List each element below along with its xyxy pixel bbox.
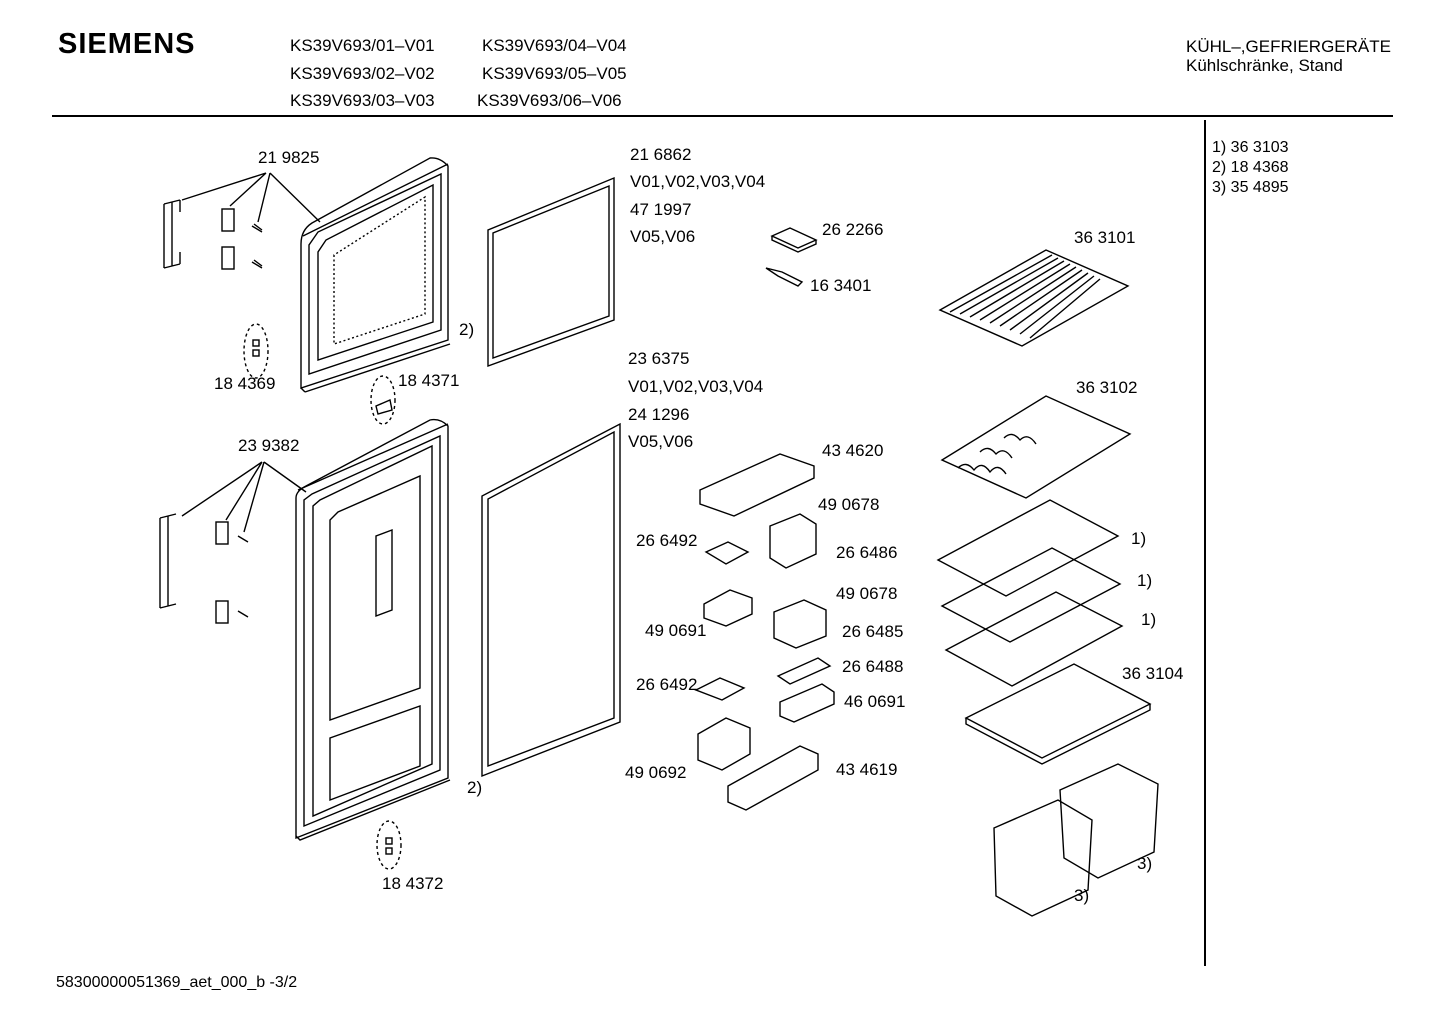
footnote-marker: 1)	[1137, 571, 1153, 590]
legend-entry: 3) 35 4895	[1212, 179, 1289, 196]
category-title: KÜHL–,GEFRIERGERÄTE	[1186, 37, 1391, 56]
footnote-marker: 3)	[1074, 886, 1090, 905]
part-label: 49 0678	[836, 584, 898, 603]
hinge-pin-dashed	[243, 323, 402, 870]
fridge-door	[295, 418, 451, 841]
part-label: 18 4371	[398, 371, 460, 390]
part-label: 36 3104	[1122, 664, 1184, 683]
part-label: 46 0691	[844, 692, 906, 711]
legend-entry: 1) 36 3103	[1212, 139, 1289, 156]
part-label: 43 4619	[836, 760, 898, 779]
document-id: 58300000051369_aet_000_b -3/2	[56, 974, 298, 991]
variant-label: V05,V06	[628, 432, 694, 451]
part-label: 18 4372	[382, 874, 444, 893]
part-label: 16 3401	[810, 276, 872, 295]
variant-label: V01,V02,V03,V04	[630, 172, 766, 191]
part-label: 18 4369	[214, 374, 276, 393]
part-label: 47 1997	[630, 200, 692, 219]
part-label: 49 0678	[818, 495, 880, 514]
part-label: 23 9382	[238, 436, 300, 455]
footnote-marker: 1)	[1131, 529, 1147, 548]
door-bin	[694, 453, 835, 811]
part-label: 21 9825	[258, 148, 320, 167]
part-label: 49 0691	[645, 621, 707, 640]
leader-lines	[181, 172, 321, 533]
part-label: 26 6492	[636, 675, 698, 694]
model-number: KS39V693/02–V02	[290, 64, 435, 83]
fridge-gasket	[481, 422, 621, 778]
part-label: 26 6488	[842, 657, 904, 676]
model-number: KS39V693/05–V05	[482, 64, 627, 83]
ice-scraper	[765, 267, 804, 287]
glass-shelf	[936, 499, 1152, 765]
ice-tray	[770, 227, 818, 253]
model-number: KS39V693/04–V04	[482, 36, 627, 55]
part-label: 36 3101	[1074, 228, 1136, 247]
part-label: 23 6375	[628, 349, 690, 368]
part-label: 26 6485	[842, 622, 904, 641]
variant-label: V01,V02,V03,V04	[628, 377, 764, 396]
wire-shelf	[938, 249, 1130, 347]
part-label: 43 4620	[822, 441, 884, 460]
part-label: 26 2266	[822, 220, 884, 239]
freezer-handle	[163, 199, 181, 269]
freezer-hinges	[221, 208, 263, 270]
fridge-handle	[159, 513, 249, 624]
brand-logo: SIEMENS	[58, 28, 196, 60]
part-label: 24 1296	[628, 405, 690, 424]
variant-label: V05,V06	[630, 227, 696, 246]
bottle-rack	[940, 395, 1132, 499]
footnote-marker: 3)	[1137, 854, 1153, 873]
part-label: 49 0692	[625, 763, 687, 782]
model-number: KS39V693/03–V03	[290, 91, 435, 110]
freezer-gasket	[487, 176, 615, 368]
category-subtitle: Kühlschränke, Stand	[1186, 56, 1343, 75]
crisper-drawer	[993, 763, 1159, 917]
model-number: KS39V693/01–V01	[290, 36, 435, 55]
part-label: 26 6486	[836, 543, 898, 562]
model-number: KS39V693/06–V06	[477, 91, 622, 110]
part-label: 36 3102	[1076, 378, 1138, 397]
legend-entry: 2) 18 4368	[1212, 159, 1289, 176]
footnote-marker: 2)	[459, 320, 475, 339]
freezer-door	[300, 157, 451, 393]
footnote-marker: 2)	[467, 778, 483, 797]
part-label: 26 6492	[636, 531, 698, 550]
footnote-marker: 1)	[1141, 610, 1157, 629]
part-label: 21 6862	[630, 145, 692, 164]
